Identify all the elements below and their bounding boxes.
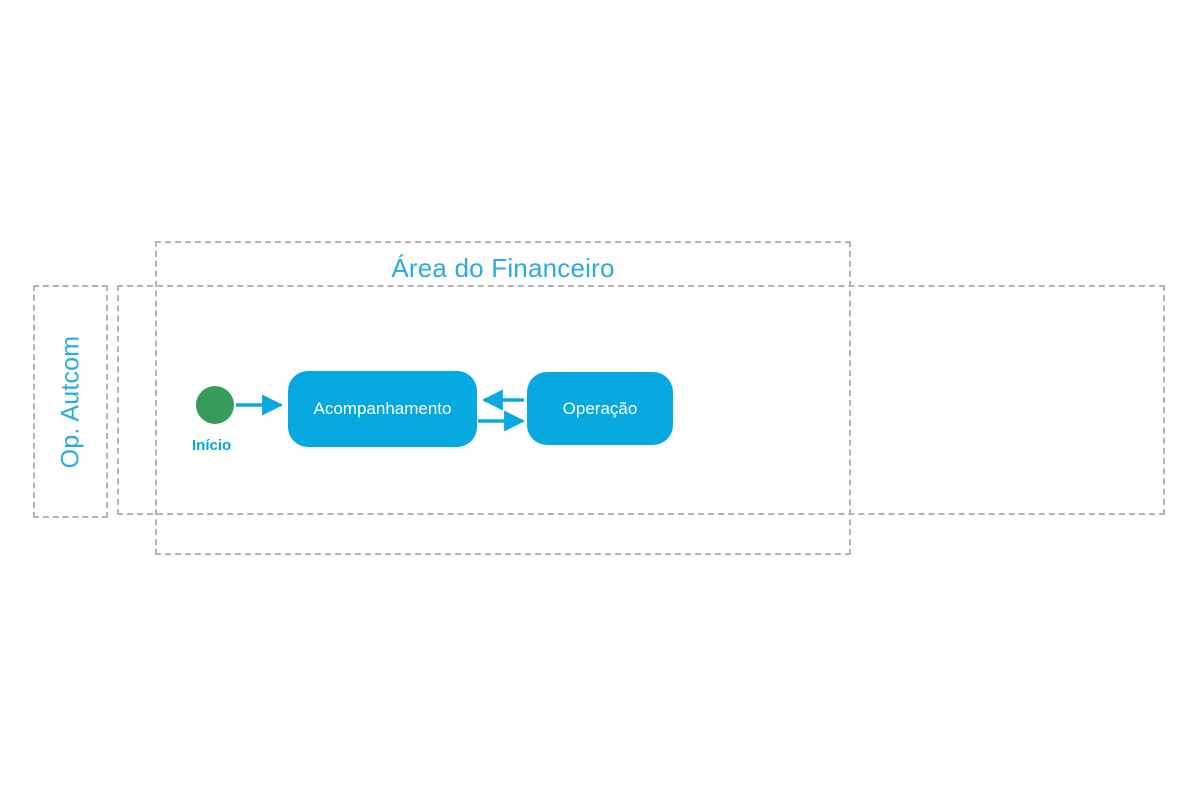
group-area-do-financeiro[interactable]: Área do Financeiro bbox=[155, 241, 851, 555]
start-event-node[interactable] bbox=[196, 386, 234, 424]
task-acompanhamento[interactable]: Acompanhamento bbox=[288, 371, 477, 447]
group-title-area-do-financeiro: Área do Financeiro bbox=[391, 253, 615, 283]
task-operacao[interactable]: Operação bbox=[527, 372, 673, 445]
task-operacao-label: Operação bbox=[562, 398, 638, 418]
lane-main[interactable] bbox=[117, 285, 1165, 515]
start-event-label: Início bbox=[192, 437, 232, 454]
task-acompanhamento-label: Acompanhamento bbox=[313, 399, 452, 418]
pool-op-autcom-label: Op. Autcom bbox=[56, 335, 84, 468]
pool-op-autcom[interactable]: Op. Autcom bbox=[33, 285, 108, 518]
